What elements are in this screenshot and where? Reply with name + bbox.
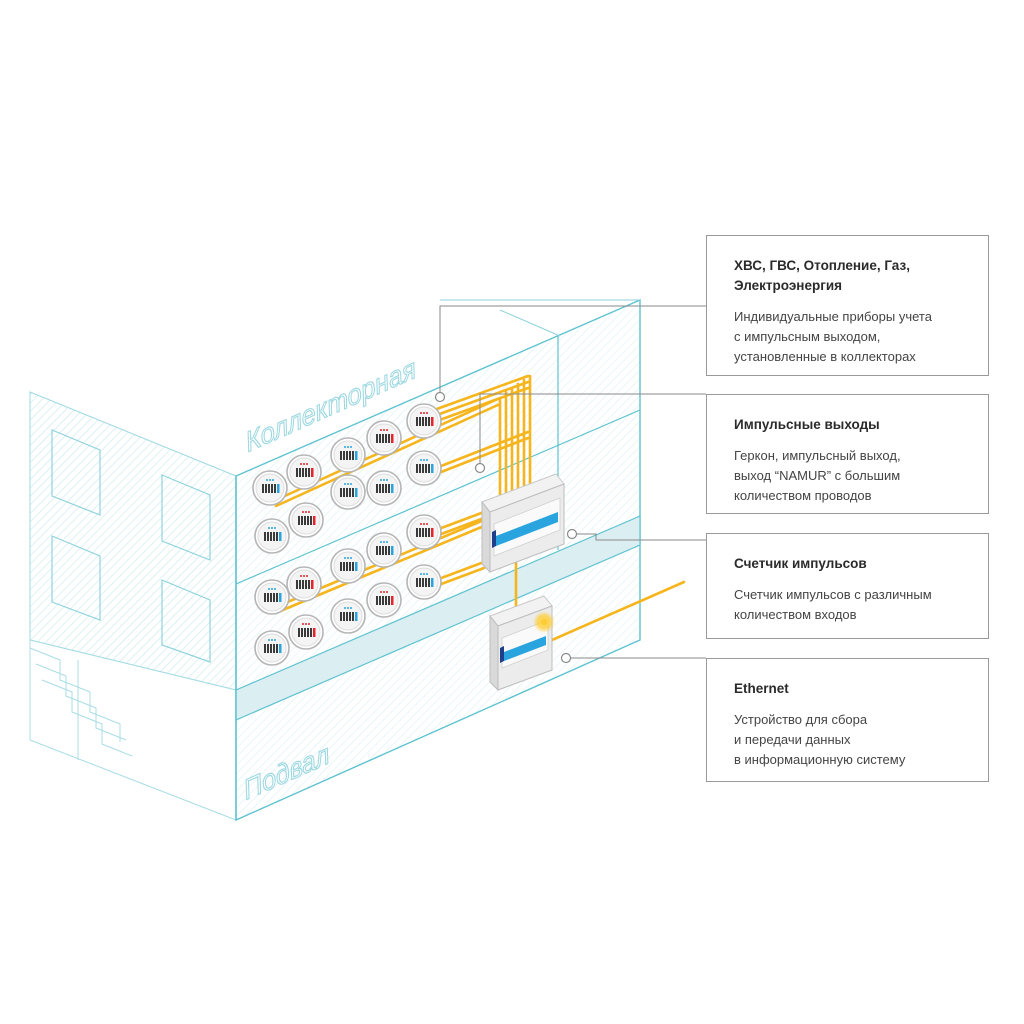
meter-icon xyxy=(330,598,366,634)
callout-meters-title: ХВС, ГВС, Отопление, Газ, Электроэнергия xyxy=(734,258,910,293)
meter-icon xyxy=(252,470,288,506)
meter-icon xyxy=(288,502,324,538)
meter-icon xyxy=(406,514,442,550)
meter-icon xyxy=(254,630,290,666)
meter-icon xyxy=(406,403,442,439)
front-facade xyxy=(235,298,641,822)
callout-ethernet: Ethernet Устройство для сбора и передачи… xyxy=(706,658,989,782)
meter-icon xyxy=(366,420,402,456)
ethernet-device xyxy=(489,595,555,692)
meter-icon xyxy=(254,579,290,615)
callout-pulse-outputs-desc: Геркон, импульсный выход, выход “NAMUR” … xyxy=(734,448,901,503)
meter-icon xyxy=(286,566,322,602)
callout-ethernet-title: Ethernet xyxy=(734,681,789,696)
leader-dots xyxy=(434,391,578,664)
meter-icon xyxy=(288,614,324,650)
meter-icon xyxy=(254,518,290,554)
callout-pulse-counter-desc: Счетчик импульсов с различным количество… xyxy=(734,587,932,622)
callout-pulse-outputs: Импульсные выходы Геркон, импульсный вых… xyxy=(706,394,989,514)
pulse-counter-device xyxy=(481,473,565,574)
callout-pulse-outputs-title: Импульсные выходы xyxy=(734,417,880,432)
meter-icon xyxy=(286,454,322,490)
callout-meters: ХВС, ГВС, Отопление, Газ, Электроэнергия… xyxy=(706,235,989,376)
meter-icon xyxy=(406,564,442,600)
meter-icon xyxy=(406,450,442,486)
meter-group xyxy=(252,403,442,666)
callout-pulse-counter: Счетчик импульсов Счетчик импульсов с ра… xyxy=(706,533,989,639)
meter-icon xyxy=(366,470,402,506)
leader-lines xyxy=(439,305,706,659)
callout-pulse-counter-title: Счетчик импульсов xyxy=(734,556,867,571)
meter-icon xyxy=(330,474,366,510)
meter-icon xyxy=(330,437,366,473)
callout-ethernet-desc: Устройство для сбора и передачи данных в… xyxy=(734,712,906,767)
meter-icon xyxy=(366,582,402,618)
callout-meters-desc: Индивидуальные приборы учета с импульсны… xyxy=(734,309,932,364)
wiring xyxy=(274,374,686,642)
meter-icon xyxy=(366,532,402,568)
side-wall xyxy=(29,391,237,821)
meter-icon xyxy=(330,548,366,584)
